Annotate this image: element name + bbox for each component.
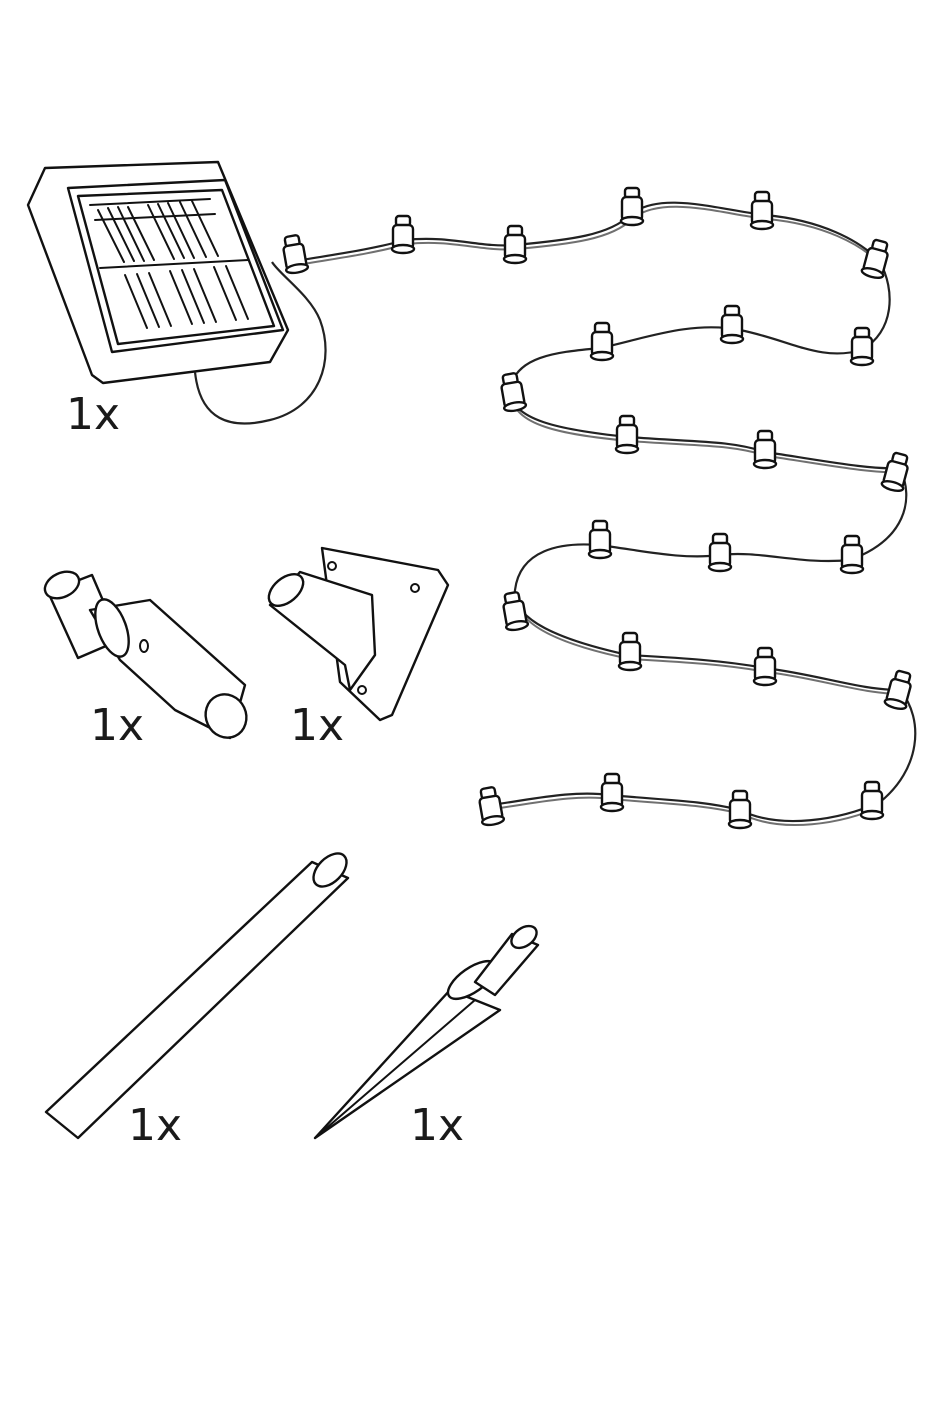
led-bulb-icon	[591, 323, 613, 360]
led-bulb-icon	[709, 534, 731, 571]
led-bulb-icon	[504, 226, 526, 263]
led-bulb-icon	[851, 328, 873, 365]
led-bulb-icon	[476, 786, 504, 826]
led-bulb-icon	[754, 431, 776, 468]
led-light-string-icon	[280, 188, 915, 828]
led-bulb-icon	[754, 648, 776, 685]
led-bulb-icon	[601, 774, 623, 811]
led-bulb-icon	[751, 192, 773, 229]
led-bulb-icon	[621, 188, 643, 225]
led-bulb-icon	[861, 238, 892, 279]
solar-panel-icon	[28, 162, 326, 424]
led-bulb-icon	[280, 234, 308, 274]
led-bulb-icon	[500, 591, 528, 631]
ground-pole-quantity: 1x	[128, 1104, 182, 1148]
led-bulb-icon	[616, 416, 638, 453]
pole-icon	[46, 847, 353, 1138]
pipe-joint-quantity: 1x	[90, 704, 144, 748]
wall-bracket-quantity: 1x	[290, 704, 344, 748]
led-bulb-icon	[729, 791, 751, 828]
solar-panel-quantity: 1x	[66, 393, 120, 437]
led-bulb-icon	[721, 306, 743, 343]
led-bulb-icon	[881, 451, 912, 492]
led-bulb-icon	[619, 633, 641, 670]
pipe-joint-icon	[41, 567, 254, 745]
wall-bracket-icon	[263, 548, 448, 720]
ground-spike-quantity: 1x	[410, 1104, 464, 1148]
led-bulb-icon	[392, 216, 414, 253]
led-bulb-icon	[861, 782, 883, 819]
led-bulb-icon	[498, 372, 526, 412]
led-bulb-icon	[841, 536, 863, 573]
led-bulb-icon	[589, 521, 611, 558]
